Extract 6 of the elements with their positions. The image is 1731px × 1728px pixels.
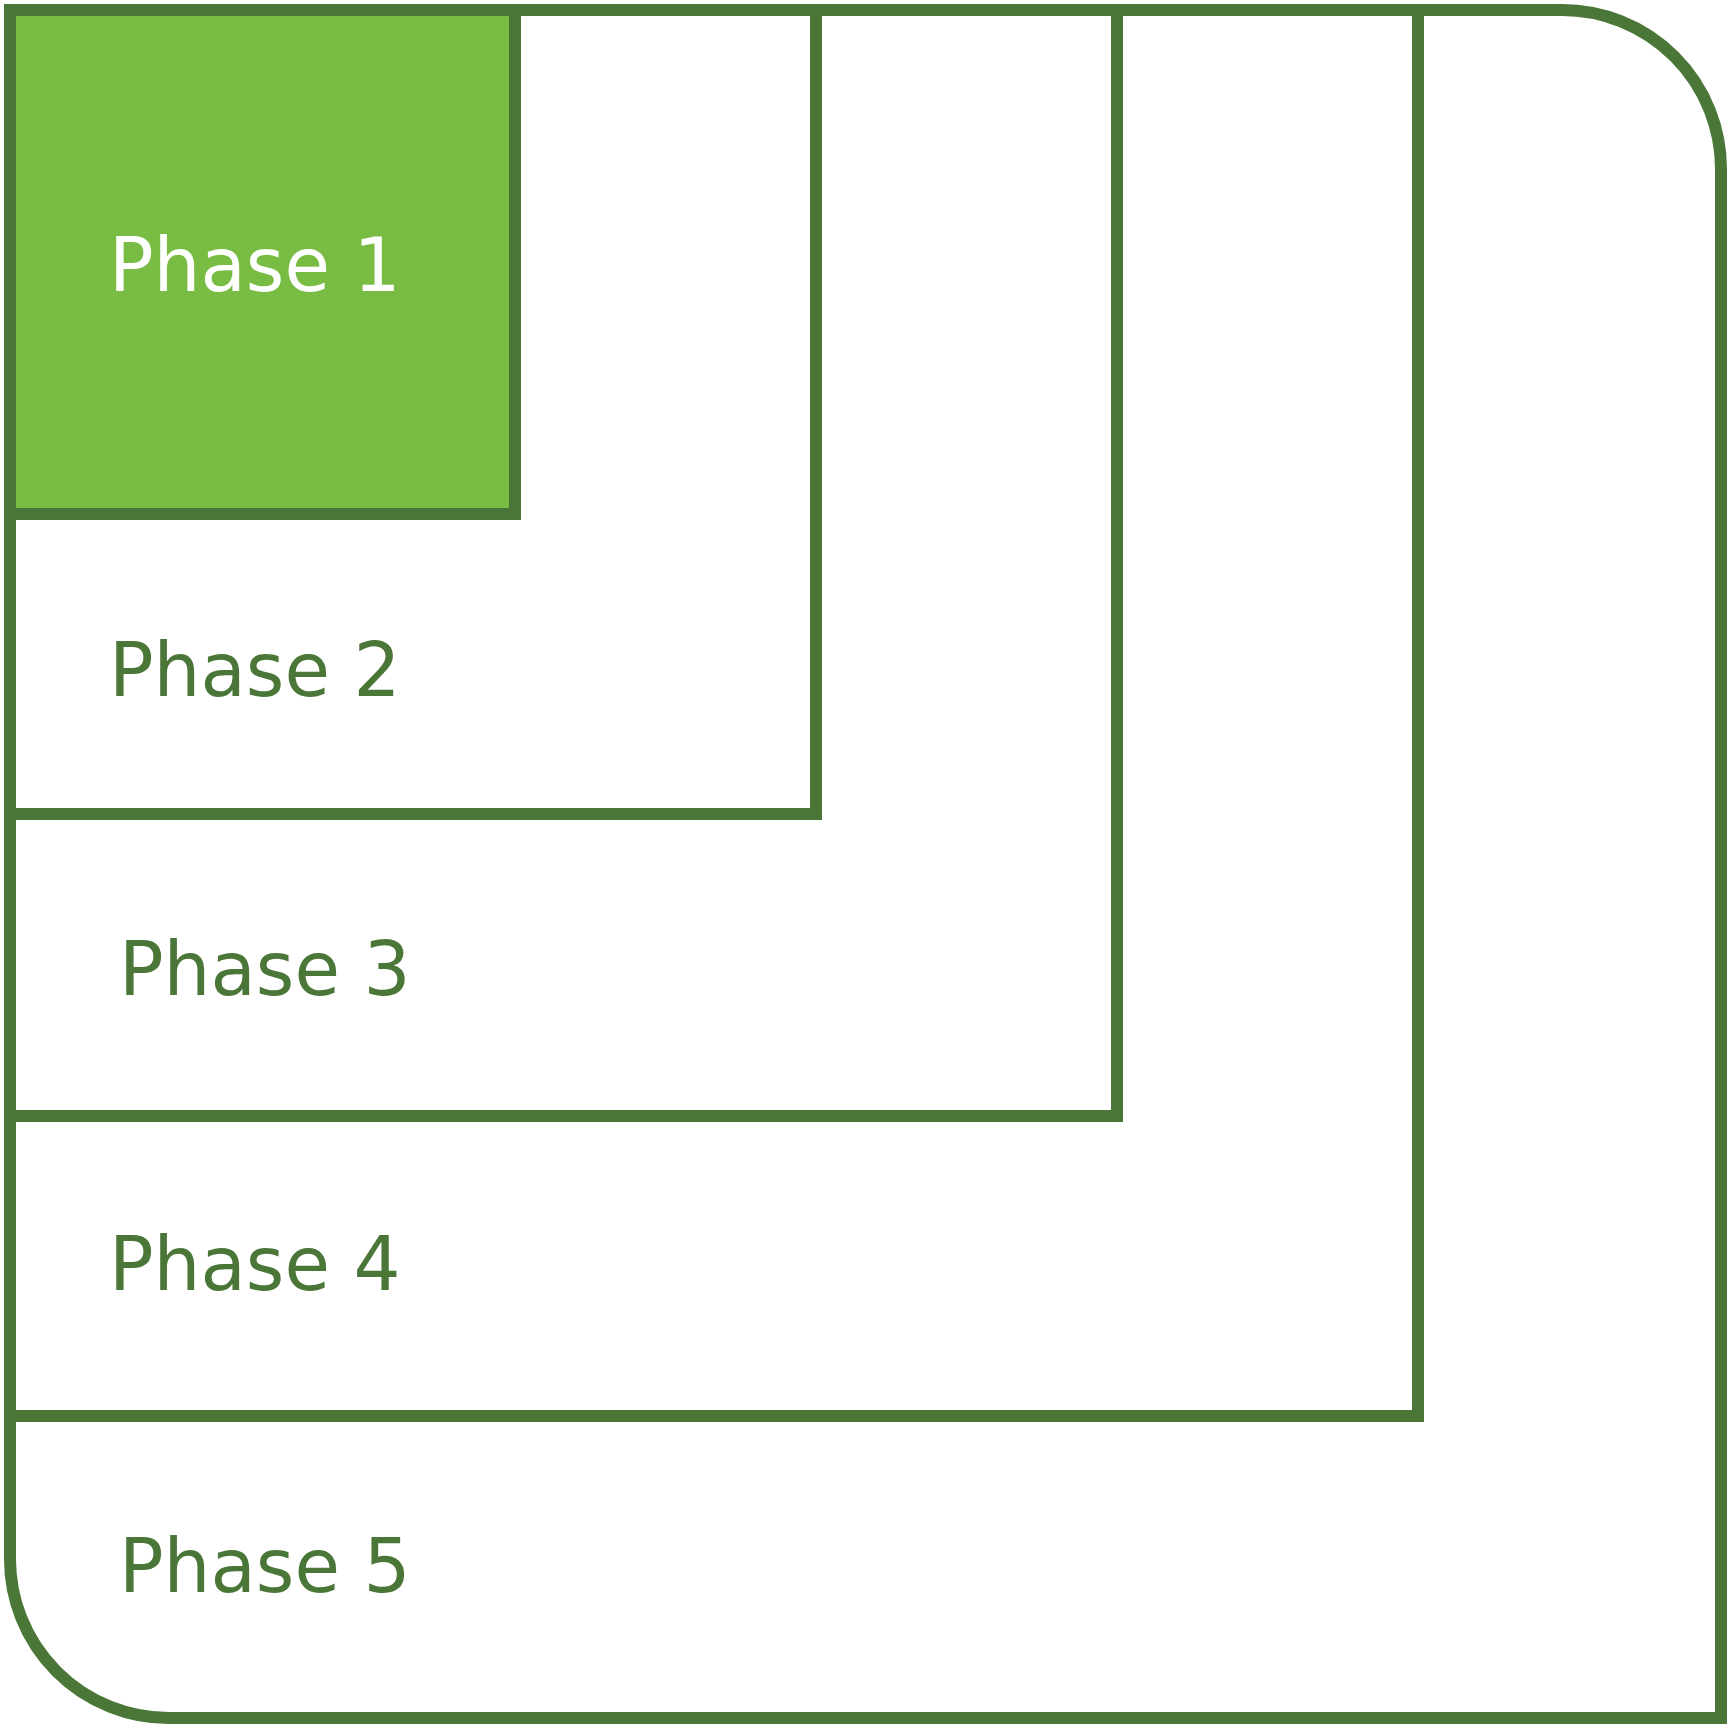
phase-box <box>4 4 1727 1724</box>
phase-label: Phase 5 <box>119 1522 411 1611</box>
phase-label: Phase 4 <box>109 1220 401 1309</box>
phase-label: Phase 3 <box>119 925 411 1014</box>
phase-label: Phase 2 <box>109 626 401 715</box>
phase-label: Phase 1 <box>109 221 401 310</box>
